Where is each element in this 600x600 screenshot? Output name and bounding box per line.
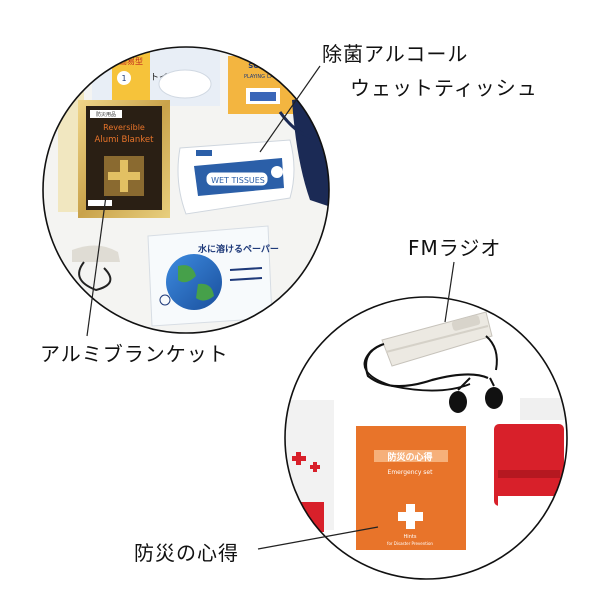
fm-radio xyxy=(363,311,503,413)
leader-wet-tissue xyxy=(259,65,321,153)
leader-disaster-guide xyxy=(257,526,379,550)
toilet-text: 簡易型 xyxy=(119,56,143,66)
guide-title: 防災の心得 xyxy=(387,451,432,463)
red-case xyxy=(494,398,566,506)
blanket-badge: 防災用品 xyxy=(96,111,116,118)
playing-cards-box: SONAEL PLAYING CARDS xyxy=(228,56,300,114)
guide-footer: Hints xyxy=(404,534,417,540)
guide-subtitle: Emergency set xyxy=(388,469,434,476)
toilet-number: 1 xyxy=(121,74,126,83)
label-wet-tissue-line2: ウェットティッシュ xyxy=(350,76,538,100)
cards-title: PLAYING CARDS xyxy=(244,74,284,80)
label-disaster-guide: 防災の心得 xyxy=(134,541,239,565)
blanket-line2: Alumi Blanket xyxy=(95,135,155,145)
first-aid-box xyxy=(285,400,334,532)
bottom-circle-photo: 防災の心得 Emergency set Hints for Disaster P… xyxy=(285,297,567,579)
portable-toilet-package: 簡易型 トイレに 1 xyxy=(92,47,220,106)
label-alumi-blanket: アルミブランケット xyxy=(40,342,229,366)
water-soluble-paper: 水に溶けるペーパー xyxy=(147,225,279,327)
label-wet-tissue-line1: 除菌アルコール xyxy=(322,42,469,66)
blanket-line1: Reversible xyxy=(103,123,145,132)
paper-title: 水に溶けるペーパー xyxy=(198,243,279,255)
leader-alumi-blanket xyxy=(86,195,107,337)
emergency-booklet: 防災の心得 Emergency set Hints for Disaster P… xyxy=(356,426,466,550)
label-fm-radio: FMラジオ xyxy=(408,236,502,260)
tissue-brand: WET TISSUES xyxy=(211,176,265,185)
guide-footer-2: for Disaster Prevention xyxy=(387,541,433,546)
wet-tissue-pack: WET TISSUES xyxy=(177,139,295,215)
leader-fm-radio xyxy=(444,261,455,323)
alumi-blanket-package: 防災用品 Reversible Alumi Blanket xyxy=(58,92,170,218)
